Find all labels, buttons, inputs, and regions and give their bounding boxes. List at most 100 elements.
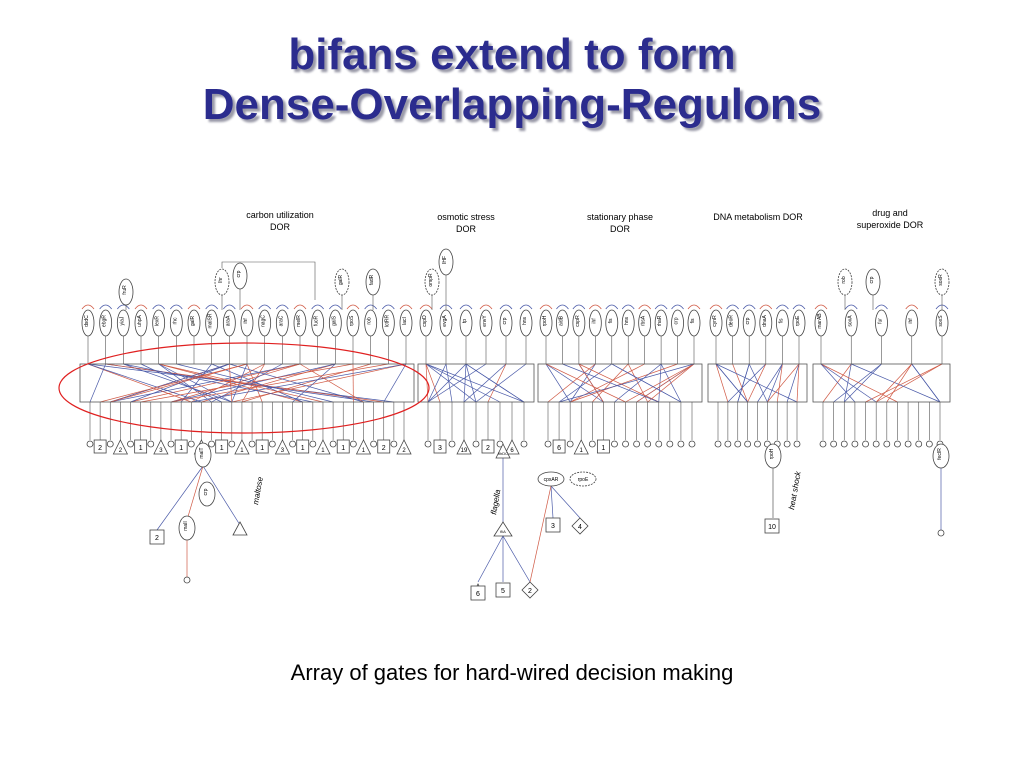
regulation-edge: [843, 363, 852, 403]
gate-number: 3: [159, 448, 163, 454]
regulator-node: [875, 309, 888, 337]
flagella-diamond-label: 2: [528, 588, 532, 595]
autoregulation-loop: [459, 304, 473, 310]
regulator-label: hns: [522, 316, 528, 325]
maltose-mali-label: malI: [183, 521, 189, 530]
autoregulation-loop: [399, 304, 413, 310]
regulation-edge: [545, 363, 604, 403]
flagella-flia-label: fliA: [500, 529, 506, 534]
autoregulation-loop: [499, 304, 513, 310]
regulation-edge: [110, 363, 301, 403]
regulator-label: ihf: [908, 318, 914, 324]
regulator-label: nagC: [261, 315, 267, 327]
autoregulation-loop: [240, 304, 254, 310]
regulon-box-4: [812, 363, 951, 403]
target-gene: [666, 440, 674, 448]
regulator-label: fis: [608, 318, 614, 324]
regulation-edge: [578, 363, 659, 403]
gate-box: [336, 439, 350, 454]
regulation-edge: [796, 363, 800, 403]
gate-number: 1: [601, 445, 605, 452]
rpoe-label: rpoE: [578, 477, 589, 483]
regulator-label: fis: [690, 318, 696, 324]
target-gene: [390, 440, 398, 448]
gate-triangle: [234, 439, 250, 455]
regulation-edge: [833, 363, 882, 403]
regulation-edge: [425, 363, 477, 403]
regulator-label: rpoH: [542, 315, 548, 326]
autoregulation-loop: [687, 304, 701, 310]
autoregulation-loop: [99, 304, 112, 310]
upper-regulator-label: crp: [236, 270, 242, 277]
gate-triangle: [153, 439, 169, 455]
autoregulation-loop: [792, 304, 806, 310]
target-gene: [830, 440, 838, 448]
regulation-edge: [241, 363, 371, 403]
caption: Array of gates for hard-wired decision m…: [290, 660, 734, 685]
regulation-edge: [170, 363, 389, 403]
regulation-edge: [105, 363, 384, 403]
gate-triangle: [355, 439, 372, 455]
gate-number: 1: [321, 448, 325, 454]
regulator-node: [81, 309, 95, 337]
gate-triangle: [112, 439, 129, 455]
regulator-label: cspR: [575, 315, 581, 327]
regulator-label: fucR: [314, 315, 320, 326]
upper-regulator-node: [424, 268, 440, 296]
sub-edge: [477, 535, 504, 583]
slide-title: bifans extend to form Dense-Overlapping-…: [0, 30, 1024, 130]
gate-box: [215, 439, 229, 454]
target-gene: [622, 440, 629, 448]
autoregulation-loop: [258, 304, 271, 310]
gate-triangle: [573, 439, 589, 455]
target-gene: [86, 440, 94, 448]
cpxar-node: [537, 471, 565, 487]
regulator-node: [588, 309, 602, 337]
regulon-label-carbon-2: DOR: [270, 222, 291, 232]
target-gene: [714, 440, 722, 448]
autoregulation-loop: [742, 304, 756, 310]
regulator-label: galS: [331, 315, 337, 326]
regulator-label: crp: [502, 317, 508, 324]
regulator-node: [638, 309, 652, 337]
regulator-node: [311, 309, 325, 337]
regulation-edge: [614, 363, 662, 403]
autoregulation-loop: [844, 304, 858, 310]
target-gene: [147, 440, 155, 448]
regulator-node: [726, 309, 739, 337]
regulon-box-0: [79, 363, 415, 403]
regulator-node: [258, 309, 272, 337]
autoregulation-loop: [875, 304, 888, 310]
regulation-edge: [463, 363, 507, 403]
autoregulation-loop: [519, 304, 533, 310]
regulation-edge: [180, 363, 212, 403]
regulation-edge: [87, 363, 202, 403]
regulator-label: fur: [878, 318, 884, 324]
regulator-node: [742, 309, 756, 337]
gate-number: 3: [438, 445, 442, 452]
upper-regulator-node: [232, 262, 248, 290]
regulation-edge: [786, 363, 800, 403]
regulation-edge: [715, 363, 748, 403]
regulation-edge: [140, 363, 354, 403]
regulator-node: [539, 309, 553, 337]
regulator-label: araC: [278, 315, 284, 326]
gate-box: [93, 439, 107, 454]
target-gene: [106, 440, 114, 448]
regulation-edge: [757, 363, 783, 403]
cpxar-box: [545, 517, 561, 533]
autoregulation-loop: [329, 304, 342, 310]
regulator-node: [935, 309, 949, 337]
regulation-edge: [844, 363, 882, 403]
gate-number: 2: [486, 445, 490, 452]
regulation-edge: [383, 363, 407, 403]
regulator-label: ihf: [591, 318, 597, 324]
regulation-edge: [425, 363, 429, 403]
gate-triangle: [315, 439, 331, 455]
gate-number: 1: [240, 448, 244, 454]
regulator-node: [222, 309, 236, 337]
upper-regulator-label: fadR: [369, 274, 375, 285]
regulation-edge: [767, 363, 800, 403]
regulator-label: rpoE: [795, 315, 801, 326]
regulation-edge: [886, 363, 913, 403]
